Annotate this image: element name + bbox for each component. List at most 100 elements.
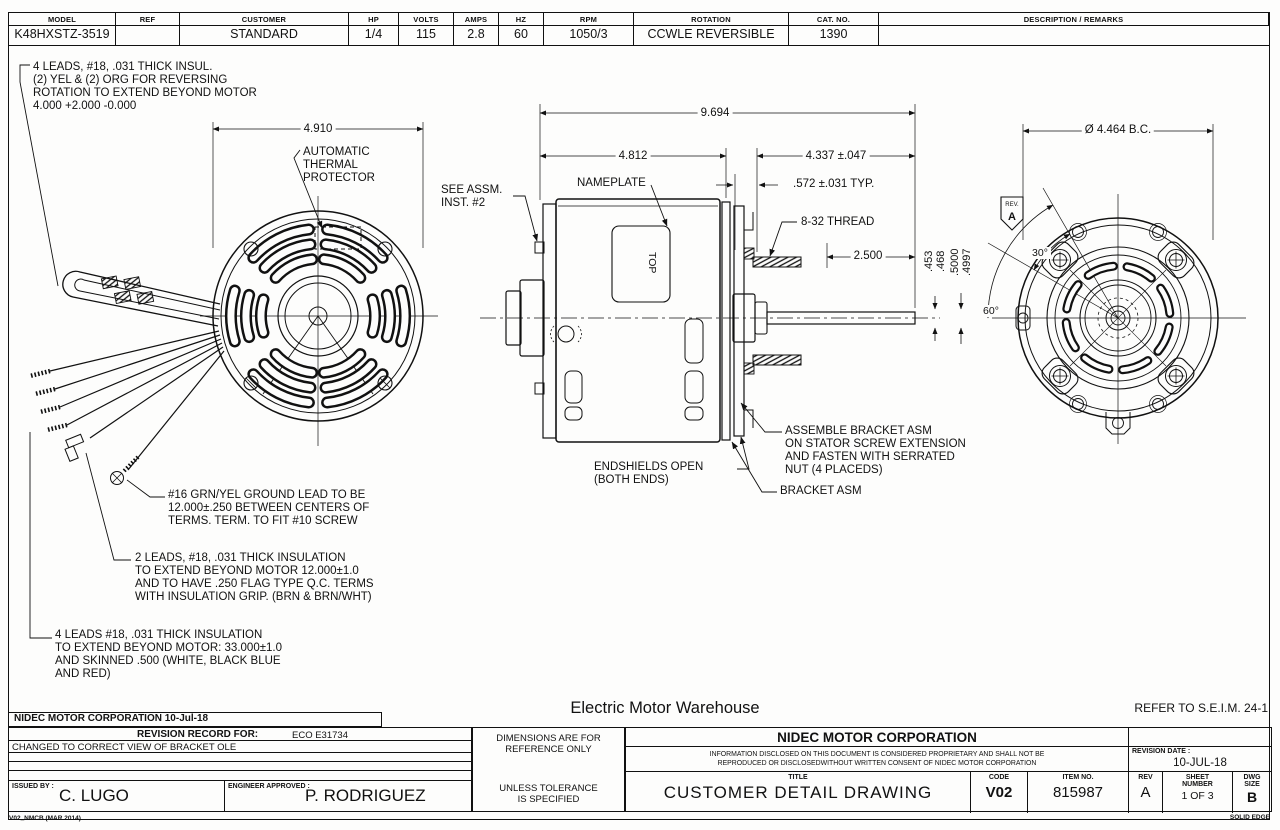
- engineer-approved-label: ENGINEER APPROVED :: [228, 783, 310, 790]
- nameplate-top-text: TOP: [646, 252, 658, 273]
- val-model: K48HXSTZ-3519: [9, 26, 116, 45]
- val-volts: 115: [399, 26, 454, 45]
- revision-date-label: REVISION DATE :: [1132, 748, 1191, 755]
- issued-by-label: ISSUED BY :: [12, 783, 54, 790]
- revision-record-title: REVISION RECORD FOR:: [137, 729, 259, 740]
- note-bracket-asm: BRACKET ASM: [780, 485, 862, 497]
- rev-flag: REV. A: [1000, 196, 1024, 231]
- dim-shaft-len: 2.500: [850, 250, 886, 262]
- note-nameplate: NAMEPLATE: [577, 177, 646, 189]
- val-catno: 1390: [789, 26, 879, 45]
- footer-watermark: Electric Motor Warehouse: [570, 699, 760, 717]
- col-rpm: RPM: [544, 13, 634, 26]
- dim-angle60: 60°: [980, 305, 1002, 317]
- note-thread: 8-32 THREAD: [801, 216, 875, 228]
- col-hp: HP: [349, 13, 399, 26]
- qc-connectors: [100, 275, 155, 305]
- dim-flat-a: .453: [923, 251, 935, 272]
- val-customer: STANDARD: [180, 26, 349, 45]
- col-customer: CUSTOMER: [180, 13, 349, 26]
- rev-flag-label: REV.: [1005, 202, 1019, 208]
- revision-eco: ECO E31734: [292, 730, 348, 741]
- dim-dia-a: .5000: [949, 248, 961, 276]
- col-hz: HZ: [499, 13, 544, 26]
- note-leads4-top: 4 LEADS, #18, .031 THICK INSUL. (2) YEL …: [33, 61, 257, 113]
- title-label: TITLE: [788, 774, 808, 781]
- size-label: DWG SIZE: [1243, 774, 1261, 789]
- val-hz: 60: [499, 26, 544, 45]
- tolerance-note: UNLESS TOLERANCE IS SPECIFIED: [499, 783, 598, 805]
- thermal-protector-outline: [314, 226, 362, 250]
- company-title-block: NIDEC MOTOR CORPORATION INFORMATION DISC…: [625, 727, 1272, 813]
- rev-value: A: [1140, 784, 1151, 802]
- col-volts: VOLTS: [399, 13, 454, 26]
- dim-overall: 9.694: [697, 107, 733, 119]
- side-view: [480, 198, 940, 443]
- sheet-value: 1 OF 3: [1181, 789, 1214, 802]
- revision-date: 10-JUL-18: [1173, 757, 1227, 769]
- dim-angle30: 30°: [1029, 247, 1051, 259]
- form-number: V02_NMCB (MAR 2014): [9, 815, 81, 822]
- col-model: MODEL: [9, 13, 116, 26]
- ground-screw: [110, 471, 124, 485]
- col-desc: DESCRIPTION / REMARKS: [879, 13, 1269, 26]
- note-see-assm: SEE ASSM. INST. #2: [441, 184, 503, 210]
- val-hp: 1/4: [349, 26, 399, 45]
- item-value: 815987: [1052, 784, 1104, 802]
- note-ground: #16 GRN/YEL GROUND LEAD TO BE 12.000±.25…: [168, 489, 370, 528]
- rear-view: [987, 187, 1246, 444]
- rev-label: REV: [1138, 774, 1153, 781]
- company-name: NIDEC MOTOR CORPORATION: [626, 728, 1129, 746]
- size-value: B: [1246, 788, 1258, 805]
- dim-flat-b: .468: [935, 251, 947, 272]
- sheet-label: SHEET NUMBER: [1182, 774, 1213, 789]
- val-rotation: CCWLE REVERSIBLE: [634, 26, 789, 45]
- shaft: [766, 311, 916, 325]
- issuer-row-box: [8, 712, 382, 727]
- issued-by-name: C. LUGO: [59, 786, 129, 805]
- dim-bolt-circle: Ø 4.464 B.C.: [1081, 124, 1155, 136]
- val-amps: 2.8: [454, 26, 499, 45]
- dim-typ: .572 ±.031 TYP.: [793, 178, 875, 190]
- revision-empty-row: [9, 762, 471, 771]
- disclaimer: INFORMATION DISCLOSED ON THIS DOCUMENT I…: [626, 747, 1129, 771]
- note-thermal: AUTOMATIC THERMAL PROTECTOR: [303, 146, 375, 185]
- footer-company-date: NIDEC MOTOR CORPORATION 10-Jul-18: [14, 713, 209, 724]
- col-rotation: ROTATION: [634, 13, 789, 26]
- lead-wires: [29, 270, 225, 485]
- bracket-outline: [733, 205, 745, 437]
- revision-date-spacer: [1129, 728, 1271, 746]
- revision-record: REVISION RECORD FOR: ECO E31734 CHANGED …: [8, 727, 472, 812]
- dim-dia-b: .4997: [961, 248, 973, 276]
- front-view: [200, 196, 438, 446]
- dim-body: 4.812: [615, 150, 651, 162]
- dim-shaft-ext: 4.337 ±.047: [802, 150, 870, 162]
- drawing-title: CUSTOMER DETAIL DRAWING: [663, 783, 933, 803]
- col-catno: CAT. NO.: [789, 13, 879, 26]
- stud-bottom: [752, 354, 802, 366]
- code-value: V02: [985, 784, 1013, 802]
- item-label: ITEM NO.: [1062, 774, 1094, 781]
- rev-flag-value: A: [1008, 211, 1016, 223]
- engineer-approved-name: P. RODRIGUEZ: [305, 786, 426, 805]
- flag-terminal: [64, 433, 85, 462]
- col-amps: AMPS: [454, 13, 499, 26]
- revision-change: CHANGED TO CORRECT VIEW OF BRACKET OLE: [12, 742, 237, 753]
- leader-lines: [19, 64, 797, 639]
- val-rpm: 1050/3: [544, 26, 634, 45]
- footer-refer-note: REFER TO S.E.I.M. 24-1: [1134, 701, 1268, 715]
- val-ref: [116, 26, 180, 45]
- note-endshields: ENDSHIELDS OPEN (BOTH ENDS): [594, 461, 704, 487]
- stud-top: [752, 256, 802, 268]
- reference-note-box: DIMENSIONS ARE FOR REFERENCE ONLY UNLESS…: [472, 727, 625, 812]
- dim-front-width: 4.910: [300, 123, 336, 135]
- revision-empty-row: [9, 771, 471, 781]
- dims-reference-note: DIMENSIONS ARE FOR REFERENCE ONLY: [496, 733, 601, 755]
- code-label: CODE: [988, 774, 1010, 781]
- col-ref: REF: [116, 13, 180, 26]
- val-desc: [879, 26, 1269, 45]
- revision-empty-row: [9, 753, 471, 762]
- note-leads4-bottom: 4 LEADS #18, .031 THICK INSULATION TO EX…: [55, 629, 283, 681]
